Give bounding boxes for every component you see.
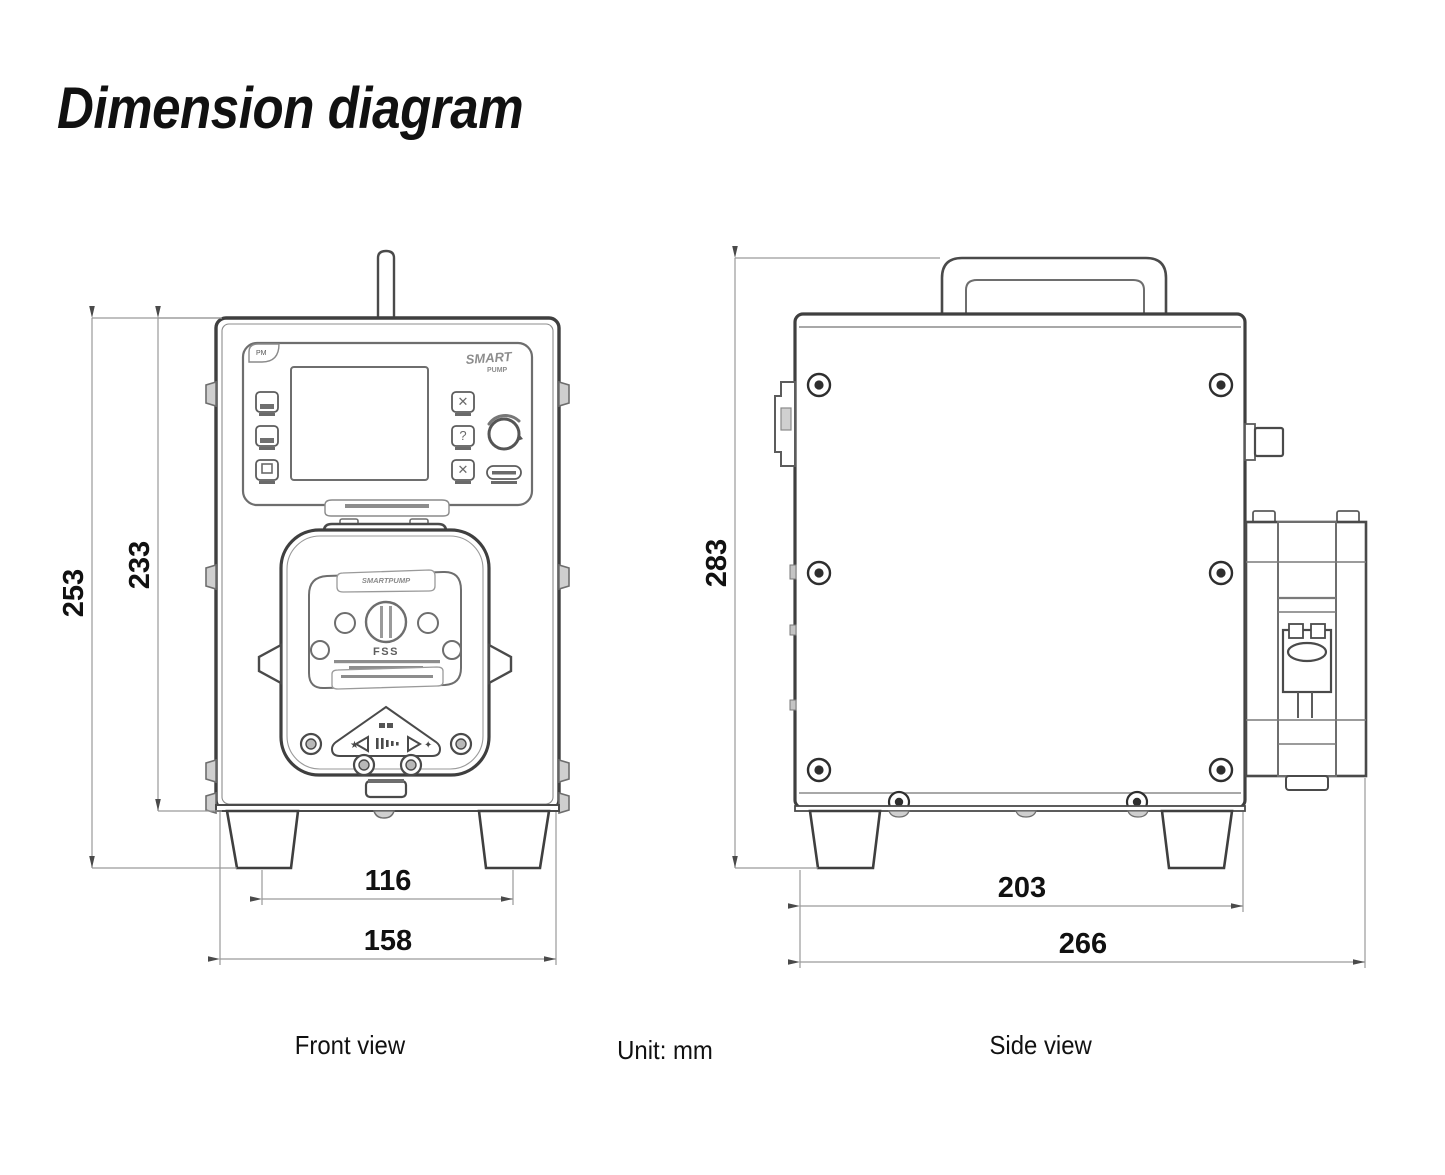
svg-text:FSS: FSS [373,646,399,658]
pump-head-screws [299,732,473,777]
panel-button-right-3[interactable]: ✕ [451,459,475,484]
right-edge-tabs [558,380,570,815]
left-edge-tabs [205,380,217,815]
panel-button-left-1[interactable] [255,391,279,416]
front-view-group: PM SMART PUMP [58,249,570,965]
side-base-plate [794,805,1246,818]
svg-text:✦: ✦ [424,740,432,751]
power-button[interactable] [486,465,522,484]
direction-label-plate: ★ ✦ [330,705,442,757]
dimension-203: 203 [788,812,1244,912]
svg-text:PUMP: PUMP [487,367,508,374]
panel-button-right-1[interactable]: ✕ [451,391,475,416]
dimension-203-label: 203 [998,872,1046,904]
side-right-port [1244,423,1285,461]
pump-hole-lower-left [310,640,330,660]
dimension-233-label: 233 [124,541,156,589]
dimension-283-label: 283 [701,539,733,587]
pump-rotor [364,600,408,644]
caption-side-view: Side view [989,1030,1092,1060]
svg-text:SMARTPUMP: SMARTPUMP [362,576,411,585]
page-title: Dimension diagram [57,76,524,141]
side-pump-head[interactable] [1244,510,1368,791]
arrow-right-icon: ✦ [407,735,432,753]
brand-logo-icon: SMART PUMP [465,349,513,374]
website-strip [324,499,450,517]
svg-text:SMART: SMART [465,349,513,367]
side-left-connector [774,381,796,467]
side-left-edge-tabs [789,564,797,711]
panel-button-left-2[interactable] [255,425,279,450]
antenna [376,249,396,320]
dimension-266-label: 266 [1059,928,1107,960]
pump-hole-left [334,612,356,634]
svg-text:✕: ✕ [458,394,469,409]
rotary-knob[interactable] [487,414,523,451]
pump-head-right-tab [487,642,513,686]
dimension-158: 158 [208,812,557,965]
pump-hole-right [417,612,439,634]
arrow-left-icon: ★ [350,735,369,753]
caption-unit: Unit: mm [617,1035,713,1065]
dimension-116: 116 [250,865,514,905]
panel-button-left-3[interactable] [255,459,279,484]
dimension-233: 233 [124,306,222,812]
pump-head-module[interactable]: SMARTPUMP FSS [257,518,513,777]
svg-text:✕: ✕ [458,462,469,477]
caption-front-view: Front view [294,1030,406,1060]
side-carry-handle [940,256,1168,316]
dimension-158-label: 158 [364,925,412,957]
front-base-plate [215,804,560,819]
side-view-group: 283 203 266 [701,246,1368,968]
pump-hole-lower-right [442,640,462,660]
pump-head-left-tab [257,642,283,686]
tube-clamp [1281,623,1333,718]
panel-button-right-2[interactable]: ? [451,425,475,450]
dimension-253-label: 253 [58,569,90,617]
side-body-outline [793,312,1247,810]
front-bottom-connector [364,779,408,799]
dimension-116-label: 116 [365,865,412,897]
display-screen [290,366,429,481]
front-feet [225,809,551,870]
svg-text:★: ★ [350,740,359,751]
dimension-266: 266 [788,778,1366,968]
control-panel[interactable]: PM SMART PUMP [241,341,534,517]
svg-text:PM: PM [256,350,267,357]
dimension-283: 283 [701,246,940,869]
side-feet [808,809,1234,870]
dimension-253: 253 [58,306,237,869]
pump-head-faceplate: SMARTPUMP FSS [308,569,462,690]
svg-text:?: ? [459,428,466,443]
side-body-screws [806,372,1234,814]
tube-icon [376,738,399,749]
